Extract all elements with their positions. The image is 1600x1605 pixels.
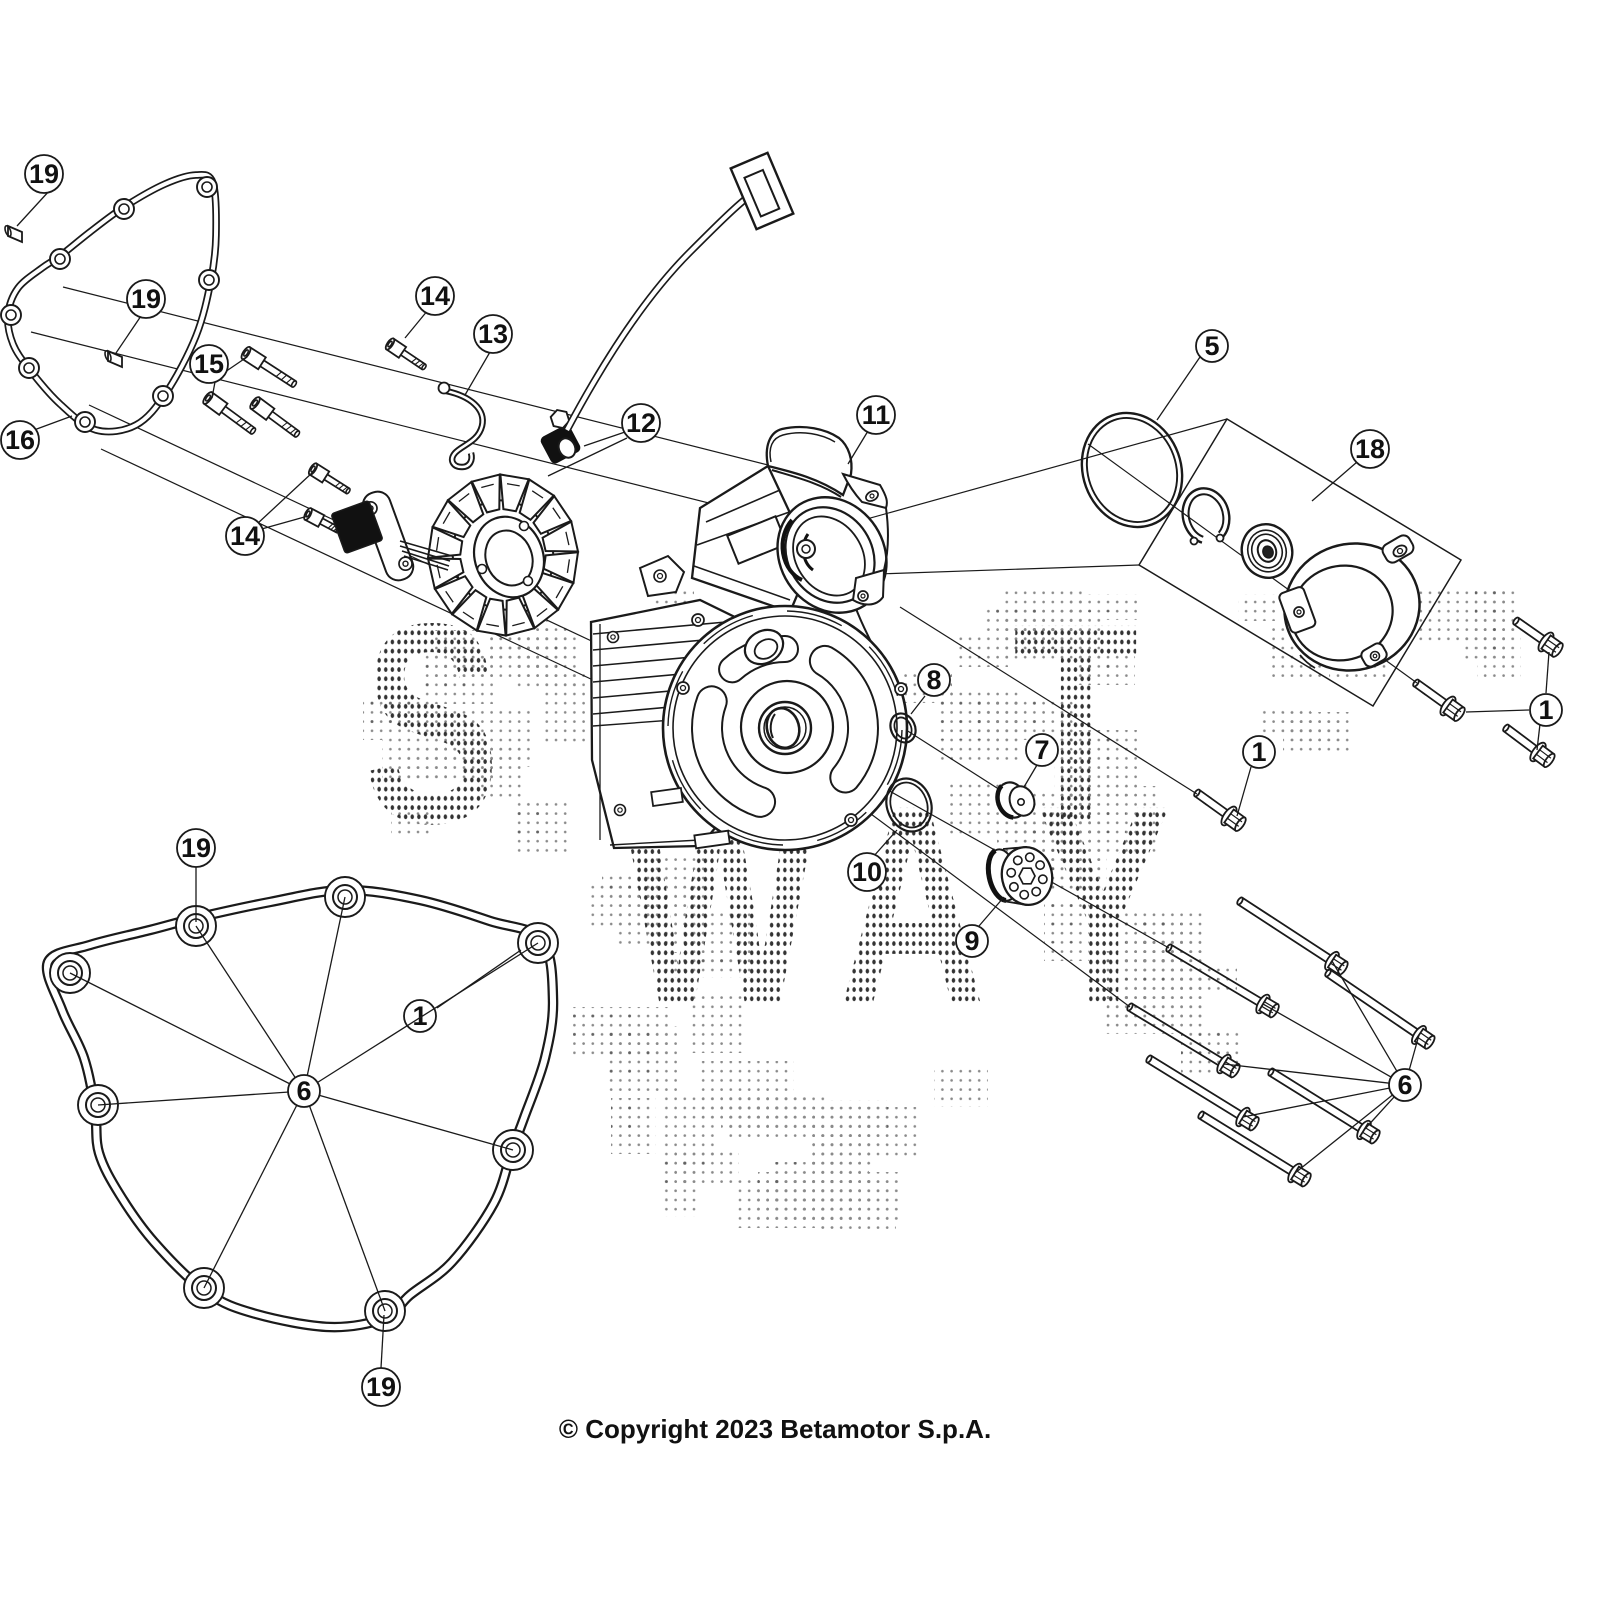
svg-text:14: 14 (420, 281, 450, 311)
svg-text:11: 11 (862, 400, 891, 430)
svg-text:19: 19 (131, 284, 161, 314)
svg-text:19: 19 (366, 1372, 396, 1402)
svg-text:1: 1 (1538, 695, 1553, 725)
svg-text:5: 5 (1204, 331, 1219, 361)
svg-text:9: 9 (964, 926, 979, 956)
svg-text:15: 15 (194, 349, 224, 379)
svg-text:19: 19 (181, 833, 211, 863)
svg-text:13: 13 (478, 319, 508, 349)
svg-text:18: 18 (1355, 434, 1385, 464)
svg-text:© Copyright 2023 Betamotor S.p: © Copyright 2023 Betamotor S.p.A. (559, 1414, 991, 1444)
svg-text:10: 10 (852, 857, 882, 887)
svg-text:6: 6 (296, 1076, 311, 1106)
svg-text:12: 12 (626, 408, 656, 438)
svg-text:16: 16 (5, 425, 35, 455)
svg-text:1: 1 (1251, 737, 1266, 767)
svg-text:7: 7 (1034, 735, 1049, 765)
svg-text:1: 1 (412, 1001, 427, 1031)
svg-text:T: T (1013, 564, 1138, 883)
svg-text:Y: Y (1035, 746, 1172, 1065)
svg-text:19: 19 (29, 159, 59, 189)
svg-text:6: 6 (1397, 1070, 1412, 1100)
svg-text:14: 14 (230, 521, 260, 551)
svg-text:8: 8 (926, 665, 941, 695)
